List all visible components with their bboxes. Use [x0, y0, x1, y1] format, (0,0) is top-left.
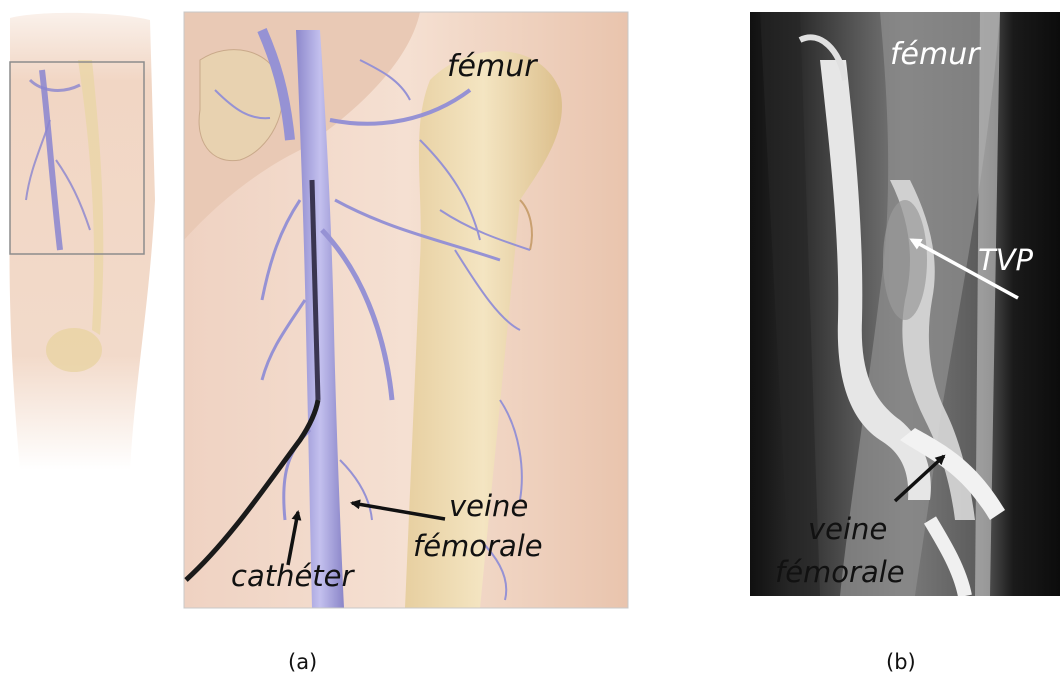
label-veine-a: veine — [449, 492, 528, 521]
label-femur-a: fémur — [447, 52, 537, 82]
caption-b: (b) — [886, 652, 916, 673]
label-femur-b: fémur — [890, 40, 980, 70]
panel-a-illustration — [184, 12, 628, 608]
label-femorale-b: fémorale — [775, 558, 905, 587]
caption-a: (a) — [288, 652, 317, 673]
leg-thumbnail — [9, 13, 155, 470]
panel-b-xray — [750, 12, 1060, 596]
label-veine-b: veine — [808, 515, 887, 544]
label-catheter: cathéter — [231, 562, 353, 591]
label-tvp: TVP — [978, 246, 1033, 275]
label-femorale-a: fémorale — [413, 532, 543, 561]
